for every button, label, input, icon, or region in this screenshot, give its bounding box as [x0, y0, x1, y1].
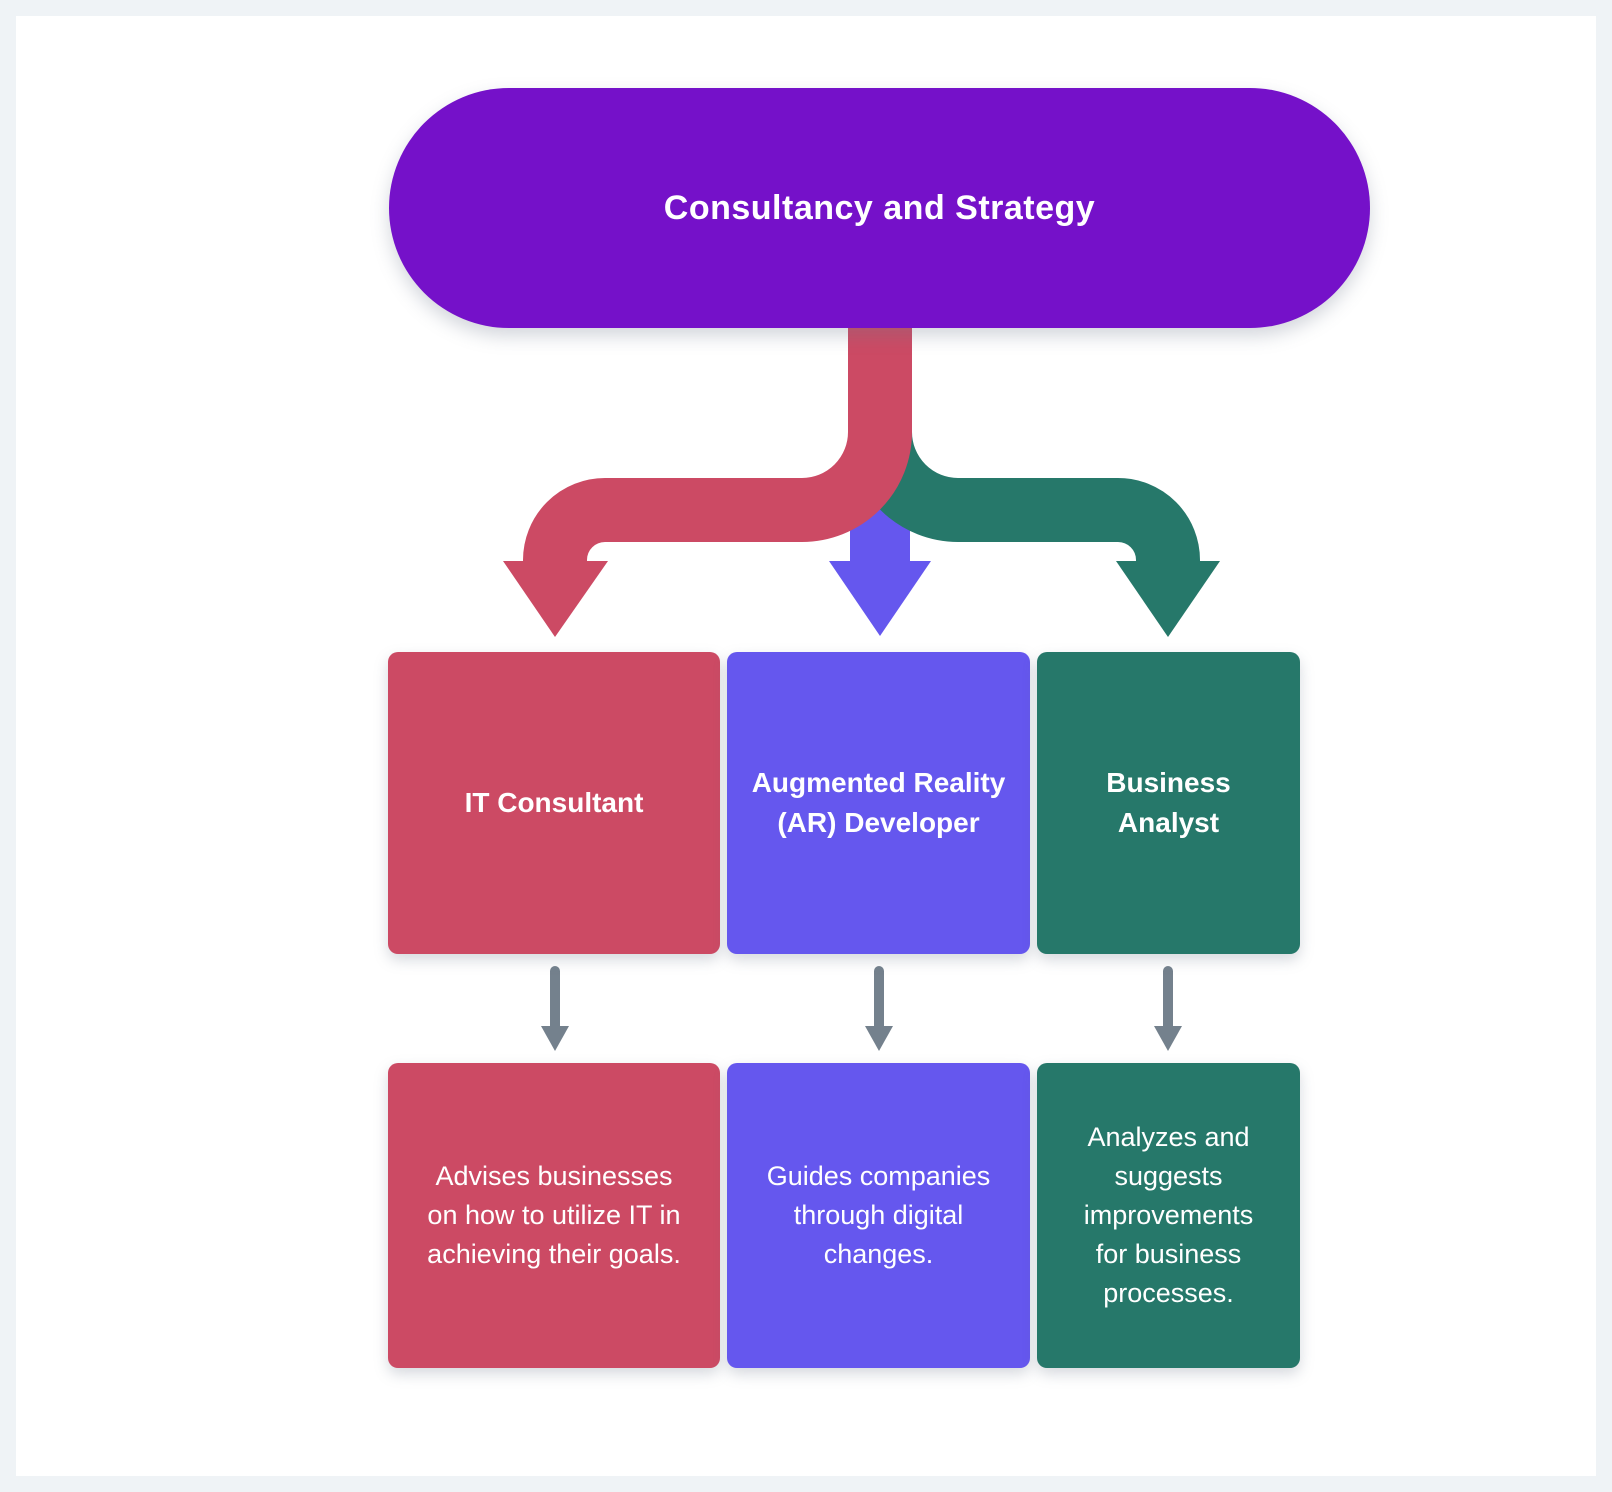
desc-ar-developer-text: Guides companies through digital changes… [766, 1161, 991, 1269]
root-node: Consultancy and Strategy [389, 88, 1370, 328]
node-business-analyst-title: Business Analyst [1106, 767, 1231, 838]
node-ar-developer-title: Augmented Reality (AR) Developer [751, 767, 1006, 838]
desc-business-analyst-text: Analyzes and suggests improvements for b… [1083, 1122, 1254, 1308]
root-node-label: Consultancy and Strategy [663, 188, 1096, 227]
desc-it-consultant: Advises businesses on how to utilize IT … [388, 1063, 720, 1368]
desc-ar-developer: Guides companies through digital changes… [727, 1063, 1030, 1368]
node-it-consultant-title: IT Consultant [464, 787, 644, 818]
node-it-consultant: IT Consultant [388, 652, 720, 954]
node-business-analyst: Business Analyst [1037, 652, 1300, 954]
desc-it-consultant-text: Advises businesses on how to utilize IT … [427, 1161, 681, 1269]
node-ar-developer: Augmented Reality (AR) Developer [727, 652, 1030, 954]
desc-business-analyst: Analyzes and suggests improvements for b… [1037, 1063, 1300, 1368]
